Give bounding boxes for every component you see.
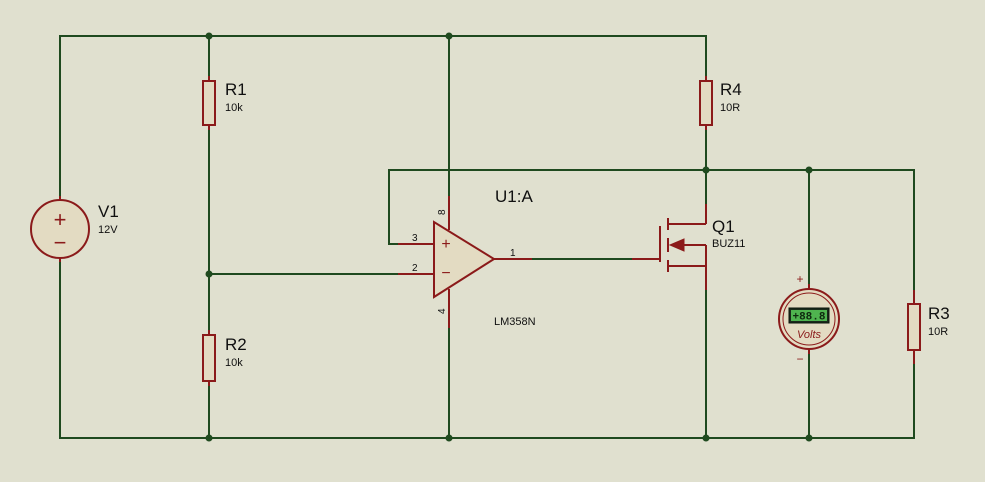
- opamp-pin2-number: 2: [412, 263, 418, 274]
- junction-dot: [805, 166, 813, 174]
- junction-dot: [702, 434, 710, 442]
- opamp-u1[interactable]: + − 3 2 1 8 4 U1:A LM358N: [398, 187, 536, 328]
- wires: [59, 35, 915, 439]
- junction-dot: [445, 434, 453, 442]
- r4-reference-label: R4: [720, 80, 742, 99]
- resistor-r3[interactable]: R3 10R: [907, 290, 950, 364]
- r3-reference-label: R3: [928, 304, 950, 323]
- junction-dot: [805, 434, 813, 442]
- r1-reference-label: R1: [225, 80, 247, 99]
- r2-value-label: 10k: [225, 357, 243, 369]
- resistor-icon: [699, 80, 713, 126]
- resistor-icon: [202, 80, 216, 126]
- q1-reference-label: Q1: [712, 217, 735, 236]
- voltage-source-v1[interactable]: + − V1 12V: [30, 196, 119, 262]
- v1-value-label: 12V: [98, 224, 118, 236]
- junction-dot: [205, 32, 213, 40]
- voltmeter-plus-sign: +: [796, 272, 803, 286]
- junction-dot: [445, 32, 453, 40]
- u1-value-label: LM358N: [494, 316, 536, 328]
- voltage-source-icon: [30, 199, 90, 259]
- r1-value-label: 10k: [225, 102, 243, 114]
- opamp-triangle-icon: [433, 220, 496, 299]
- junction-dot: [205, 434, 213, 442]
- opamp-pin1-number: 1: [510, 248, 516, 259]
- voltmeter-display-readout: +88.8: [792, 312, 825, 324]
- voltmeter-lcd-screen: [791, 310, 827, 321]
- resistor-r2[interactable]: R2 10k: [202, 330, 247, 386]
- r4-value-label: 10R: [720, 102, 740, 114]
- resistor-r4[interactable]: R4 10R: [699, 76, 742, 130]
- resistor-r1[interactable]: R1 10k: [202, 76, 247, 130]
- voltmeter-minus-sign: −: [796, 352, 803, 366]
- v1-plus-sign: +: [54, 207, 67, 232]
- voltmeter[interactable]: +88.8 Volts + −: [778, 272, 840, 366]
- opamp-pin8-number: 8: [437, 209, 448, 215]
- opamp-pin3-number: 3: [412, 233, 418, 244]
- voltmeter-inner-ring: [782, 292, 836, 346]
- resistor-icon: [907, 303, 921, 351]
- junctions: [205, 32, 813, 442]
- resistor-icon: [202, 334, 216, 382]
- opamp-pin4-number: 4: [437, 308, 448, 314]
- q1-value-label: BUZ11: [712, 238, 745, 250]
- junction-dot: [205, 270, 213, 278]
- voltmeter-unit-label: Volts: [797, 329, 822, 341]
- mosfet-q1[interactable]: Q1 BUZ11: [632, 204, 745, 290]
- v1-minus-sign: −: [54, 230, 67, 255]
- junction-dot: [702, 166, 710, 174]
- u1-reference-label: U1:A: [495, 187, 533, 206]
- r3-value-label: 10R: [928, 326, 948, 338]
- opamp-minus-sign: −: [441, 265, 450, 282]
- r2-reference-label: R2: [225, 335, 247, 354]
- mosfet-arrow-icon: [668, 238, 685, 252]
- v1-reference-label: V1: [98, 202, 119, 221]
- opamp-plus-sign: +: [441, 236, 450, 253]
